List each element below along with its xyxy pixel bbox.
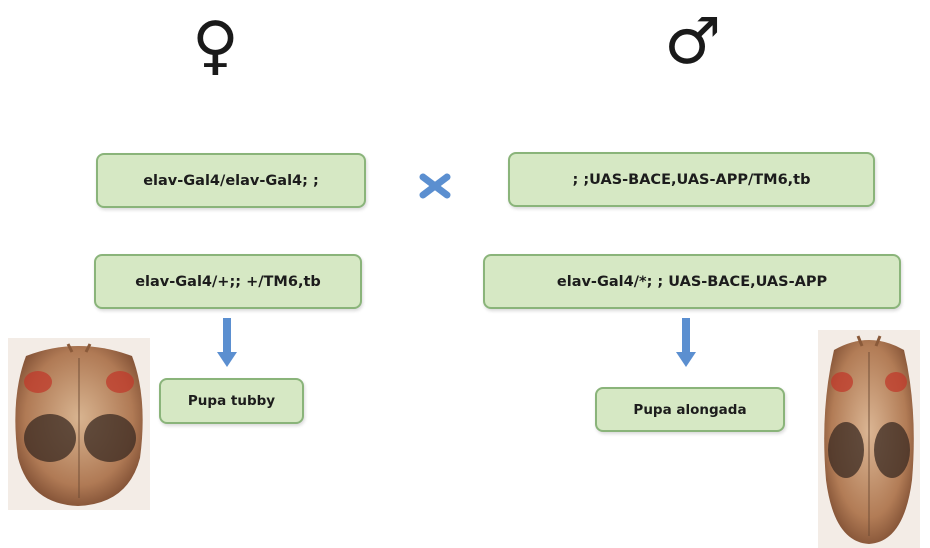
female-parent-genotype: elav-Gal4/elav-Gal4; ; (96, 153, 366, 208)
down-arrow-icon (217, 318, 237, 367)
cross-icon (419, 173, 451, 199)
pupa-alongada-image (818, 330, 920, 548)
phenotype-left: Pupa tubby (159, 378, 304, 424)
offspring-left-genotype: elav-Gal4/+;; +/TM6,tb (94, 254, 362, 309)
offspring-right-genotype: elav-Gal4/*; ; UAS-BACE,UAS-APP (483, 254, 901, 309)
phenotype-right: Pupa alongada (595, 387, 785, 432)
female-symbol: ♀ (192, 9, 239, 83)
down-arrow-icon (676, 318, 696, 367)
male-symbol: ♂ (664, 5, 722, 79)
pupa-tubby-image (8, 338, 150, 510)
male-parent-genotype: ; ;UAS-BACE,UAS-APP/TM6,tb (508, 152, 875, 207)
